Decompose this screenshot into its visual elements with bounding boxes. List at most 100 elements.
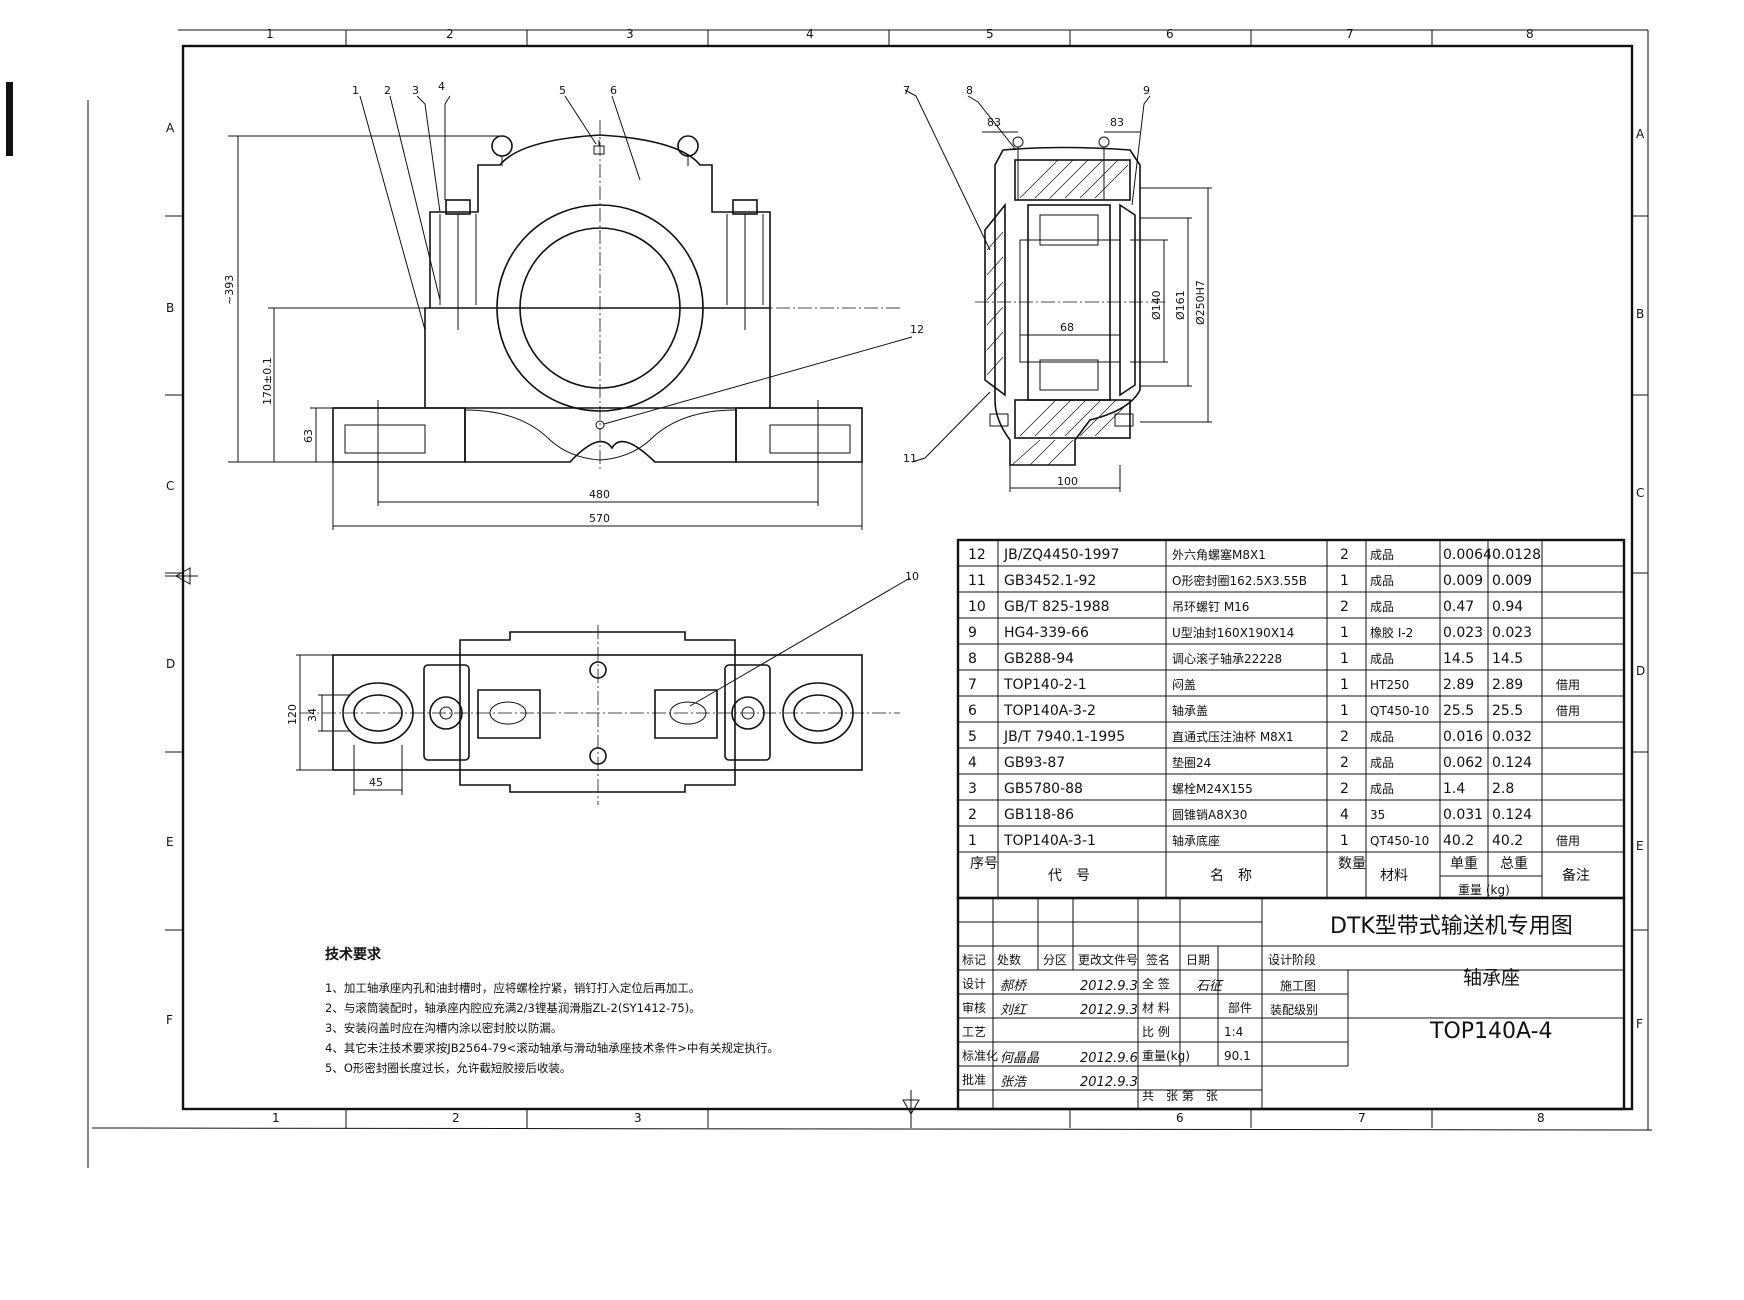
table-cell-code: GB5780-88 bbox=[1004, 781, 1083, 797]
table-cell-total-w: 0.032 bbox=[1492, 729, 1532, 745]
table-cell-qty: 1 bbox=[1340, 833, 1349, 849]
table-cell-qty: 2 bbox=[1340, 755, 1349, 771]
tech-requirement-item: 1、加工轴承座内孔和油封槽时，应将螺栓拧紧，销钉打入定位后再加工。 bbox=[325, 981, 701, 995]
table-cell-qty: 1 bbox=[1340, 677, 1349, 693]
table-cell-unit-w: 2.89 bbox=[1443, 677, 1474, 693]
table-cell-name: 螺栓M24X155 bbox=[1172, 781, 1253, 796]
table-cell-total-w: 0.023 bbox=[1492, 625, 1532, 641]
svg-text:刘红: 刘红 bbox=[1000, 1003, 1028, 1018]
svg-text:1:4: 1:4 bbox=[1224, 1025, 1243, 1039]
svg-text:570: 570 bbox=[589, 512, 610, 525]
table-column-lines bbox=[997, 540, 1543, 898]
table-cell-code: TOP140A-3-2 bbox=[1003, 703, 1096, 719]
table-cell-total-w: 0.124 bbox=[1492, 807, 1532, 823]
svg-text:1: 1 bbox=[352, 84, 359, 97]
svg-text:备注: 备注 bbox=[1562, 867, 1590, 884]
table-cell-no: 9 bbox=[968, 625, 977, 641]
svg-text:2012.9.3: 2012.9.3 bbox=[1080, 1003, 1138, 1018]
table-cell-unit-w: 0.009 bbox=[1443, 573, 1483, 589]
table-cell-no: 4 bbox=[968, 755, 977, 771]
table-cell-code: TOP140A-3-1 bbox=[1003, 833, 1096, 849]
tech-requirement-item: 4、其它未注技术要求按JB2564-79<滚动轴承与滑动轴承座技术条件>中有关规… bbox=[325, 1041, 779, 1055]
table-cell-unit-w: 40.2 bbox=[1443, 833, 1474, 849]
table-cell-qty: 2 bbox=[1340, 781, 1349, 797]
svg-text:6: 6 bbox=[610, 84, 617, 97]
table-cell-note: 借用 bbox=[1556, 704, 1580, 718]
table-cell-total-w: 0.124 bbox=[1492, 755, 1532, 771]
svg-text:480: 480 bbox=[589, 488, 610, 501]
table-cell-material: 成品 bbox=[1370, 782, 1394, 796]
svg-text:2012.9.3: 2012.9.3 bbox=[1080, 1075, 1138, 1090]
table-cell-material: 成品 bbox=[1370, 548, 1394, 562]
front-view: ~393 170±0.1 63 480 570 1 2 3 4 5 6 12 bbox=[223, 80, 924, 530]
svg-text:F: F bbox=[166, 1013, 173, 1027]
svg-text:轴承座: 轴承座 bbox=[1463, 967, 1520, 989]
table-cell-material: 成品 bbox=[1370, 756, 1394, 770]
table-cell-code: TOP140-2-1 bbox=[1003, 677, 1087, 693]
svg-text:部件: 部件 bbox=[1228, 1000, 1252, 1015]
svg-text:签名: 签名 bbox=[1146, 952, 1170, 967]
svg-text:68: 68 bbox=[1060, 321, 1074, 334]
svg-text:石征: 石征 bbox=[1196, 979, 1224, 994]
table-cell-total-w: 25.5 bbox=[1492, 703, 1523, 719]
tech-requirements-list: 1、加工轴承座内孔和油封槽时，应将螺栓拧紧，销钉打入定位后再加工。 2、与滚筒装… bbox=[325, 978, 779, 1078]
table-cell-total-w: 0.009 bbox=[1492, 573, 1532, 589]
svg-text:批准: 批准 bbox=[962, 1072, 986, 1087]
svg-text:单重: 单重 bbox=[1450, 856, 1478, 872]
svg-text:7: 7 bbox=[903, 84, 910, 97]
table-cell-qty: 4 bbox=[1340, 807, 1349, 823]
svg-text:重量(kg): 重量(kg) bbox=[1142, 1049, 1190, 1063]
svg-text:比 例: 比 例 bbox=[1142, 1025, 1170, 1039]
table-cell-qty: 1 bbox=[1340, 573, 1349, 589]
table-cell-unit-w: 0.016 bbox=[1443, 729, 1483, 745]
svg-text:5: 5 bbox=[986, 27, 994, 41]
table-cell-no: 10 bbox=[968, 599, 986, 615]
table-cell-code: GB3452.1-92 bbox=[1004, 573, 1096, 589]
svg-text:F: F bbox=[1636, 1017, 1643, 1031]
table-cell-code: GB/T 825-1988 bbox=[1004, 599, 1110, 615]
svg-text:工艺: 工艺 bbox=[962, 1025, 986, 1039]
table-cell-no: 7 bbox=[968, 677, 977, 693]
table-cell-no: 8 bbox=[968, 651, 977, 667]
table-cell-code: GB288-94 bbox=[1004, 651, 1074, 667]
svg-text:全 签: 全 签 bbox=[1142, 976, 1170, 991]
svg-text:B: B bbox=[1636, 307, 1644, 321]
plan-view: 120 34 45 10 bbox=[286, 570, 919, 805]
svg-text:郝桥: 郝桥 bbox=[1000, 979, 1028, 994]
svg-text:4: 4 bbox=[438, 80, 445, 93]
table-cell-material: 成品 bbox=[1370, 730, 1394, 744]
tech-requirement-item: 3、安装闷盖时应在沟槽内涂以密封胶以防漏。 bbox=[325, 1021, 563, 1035]
svg-text:DTK型带式输送机专用图: DTK型带式输送机专用图 bbox=[1330, 914, 1573, 939]
svg-text:3: 3 bbox=[626, 27, 634, 41]
svg-text:共 张 第 张: 共 张 第 张 bbox=[1142, 1089, 1218, 1103]
svg-text:2012.9.3: 2012.9.3 bbox=[1080, 979, 1138, 994]
table-cell-note: 借用 bbox=[1556, 834, 1580, 848]
svg-text:C: C bbox=[1636, 486, 1644, 500]
svg-text:装配级别: 装配级别 bbox=[1270, 1003, 1318, 1017]
svg-text:Ø161: Ø161 bbox=[1174, 290, 1187, 320]
svg-text:总重: 总重 bbox=[1500, 856, 1528, 872]
table-cell-name: 闷盖 bbox=[1172, 677, 1196, 692]
table-cell-total-w: 2.8 bbox=[1492, 781, 1514, 797]
table-cell-unit-w: 1.4 bbox=[1443, 781, 1465, 797]
svg-text:3: 3 bbox=[412, 84, 419, 97]
table-cell-material: 橡胶 I-2 bbox=[1370, 625, 1413, 640]
svg-text:重量 (kg): 重量 (kg) bbox=[1458, 883, 1510, 897]
svg-text:120: 120 bbox=[286, 704, 299, 725]
svg-text:设计阶段: 设计阶段 bbox=[1268, 952, 1316, 967]
table-cell-total-w: 2.89 bbox=[1492, 677, 1523, 693]
outer-border bbox=[6, 29, 1653, 1168]
table-cell-no: 5 bbox=[968, 729, 977, 745]
table-cell-unit-w: 0.023 bbox=[1443, 625, 1483, 641]
table-cell-total-w: 40.2 bbox=[1492, 833, 1523, 849]
svg-text:83: 83 bbox=[1110, 116, 1124, 129]
table-cell-material: 成品 bbox=[1370, 600, 1394, 614]
svg-text:6: 6 bbox=[1176, 1111, 1184, 1125]
svg-text:材 料: 材 料 bbox=[1142, 1001, 1170, 1015]
svg-text:数量: 数量 bbox=[1338, 856, 1366, 872]
table-cell-qty: 2 bbox=[1340, 547, 1349, 563]
table-header: 序号 代 号 名 称 数量 材料 单重 总重 重量 (kg) 备注 bbox=[970, 856, 1590, 897]
